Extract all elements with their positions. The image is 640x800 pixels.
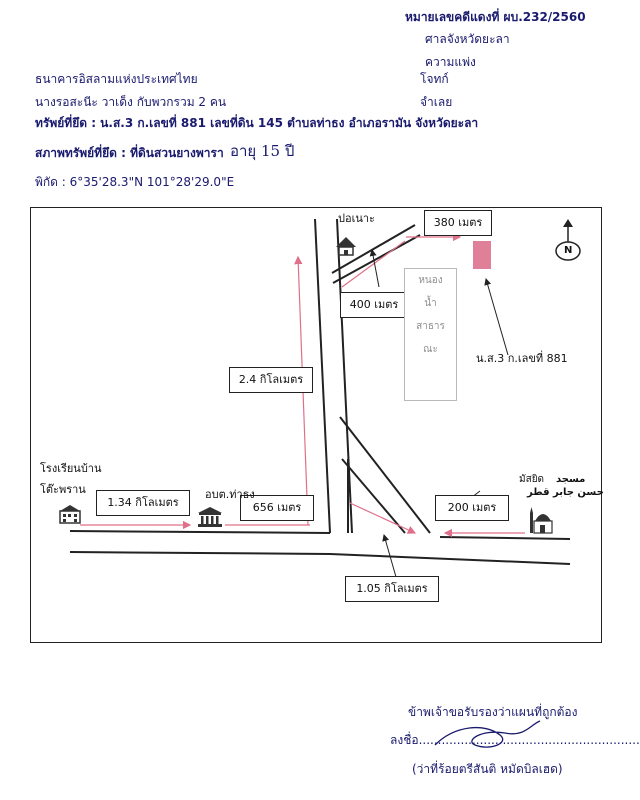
seized-plot-marker — [473, 241, 491, 269]
public-pond: หนอง น้ำ สาธาร ณะ — [404, 268, 457, 401]
label-school-line2: โต๊ะพราน — [40, 483, 86, 496]
defendant-name: นางรอสะนีะ วาเด็ง กับพวกรวม 2 คน — [35, 95, 227, 109]
label-mosque-arabic2: حسن جابر قطر — [527, 487, 604, 498]
signature-line: ลงชื่อ..................................… — [390, 733, 640, 747]
signature-scribble — [434, 720, 541, 748]
map-border — [30, 207, 602, 643]
label-mosque-thai: มัสยิด — [519, 474, 545, 485]
pond-text-4: ณะ — [423, 344, 438, 355]
case-type: ความแพ่ง — [425, 55, 476, 69]
pond-text-3: สาธาร — [416, 321, 445, 332]
label-poh-nao: ปอเนาะ — [338, 212, 375, 225]
case-number: หมายเลขคดีแดงที่ ผบ.232/2560 — [405, 10, 586, 24]
property-age-handwritten: อายุ 15 ปี — [230, 142, 295, 160]
mosque-icon — [530, 507, 553, 534]
pond-text-2: น้ำ — [424, 298, 437, 309]
label-200-meters: 200 เมตร — [435, 495, 509, 521]
plaintiff-name: ธนาคารอิสลามแห่งประเทศไทย — [35, 72, 198, 86]
house-icon — [336, 237, 356, 256]
certification-text: ข้าพเจ้าขอรับรองว่าแผนที่ถูกต้อง — [408, 705, 578, 719]
label-mosque-arabic1: مسجد — [556, 474, 586, 485]
defendant-role: จำเลย — [420, 95, 453, 109]
label-2-4-km: 2.4 กิโลเมตร — [229, 367, 313, 393]
label-north: N — [564, 245, 573, 256]
label-1-34-km: 1.34 กิโลเมตร — [96, 490, 190, 516]
property-condition: สภาพทรัพย์ที่ยึด : ที่ดินสวนยางพารา — [35, 146, 224, 160]
location-map — [30, 207, 602, 643]
government-office-icon — [198, 507, 222, 527]
label-380-meters: 380 เมตร — [424, 210, 492, 236]
label-tao: อบต.ท่าธง — [205, 488, 255, 501]
school-icon — [59, 505, 81, 524]
plaintiff-role: โจทก์ — [420, 72, 449, 86]
roads — [69, 218, 571, 565]
signer-name: (ว่าที่ร้อยตรีสันติ หมัดบิลเฮด) — [412, 762, 563, 776]
label-400-meters: 400 เมตร — [340, 292, 408, 318]
label-656-meters: 656 เมตร — [240, 495, 314, 521]
court-name: ศาลจังหวัดยะลา — [425, 32, 510, 46]
seized-property: ทรัพย์ที่ยึด : น.ส.3 ก.เลขที่ 881 เลขที่… — [35, 116, 479, 130]
coordinates: พิกัด : 6°35'28.3"N 101°28'29.0"E — [35, 175, 235, 189]
label-1-05-km: 1.05 กิโลเมตร — [345, 576, 439, 602]
pond-text-1: หนอง — [418, 275, 443, 286]
north-arrow-icon — [555, 219, 581, 261]
label-school-line1: โรงเรียนบ้าน — [40, 462, 102, 475]
label-plot: น.ส.3 ก.เลขที่ 881 — [476, 352, 568, 365]
